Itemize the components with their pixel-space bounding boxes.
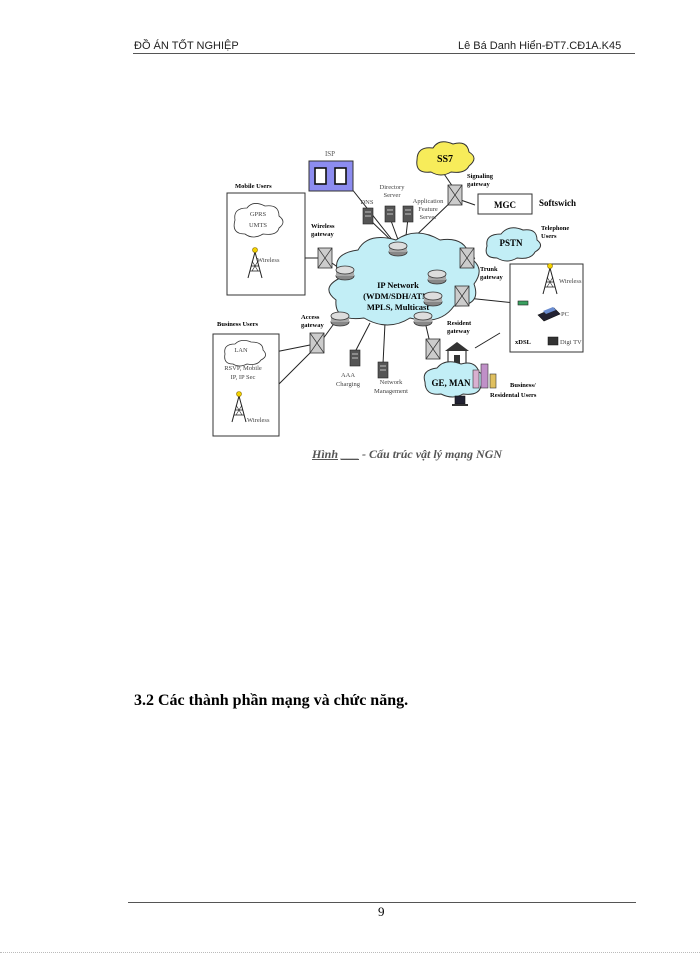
wireless-gateway-label-1: Wireless bbox=[311, 223, 335, 230]
desktop-pc-icon bbox=[452, 395, 468, 406]
trunk-gateway-label-1: Trunk bbox=[480, 266, 498, 273]
resident-gateway bbox=[454, 285, 470, 307]
ss7-label: SS7 bbox=[437, 154, 453, 165]
mobile-users-label: Mobile Users bbox=[235, 183, 272, 190]
app-server-label-2: Feature bbox=[418, 206, 438, 213]
rsvp-label-1: RSVP, Mobile bbox=[224, 365, 262, 372]
umts-label: UMTS bbox=[249, 222, 267, 229]
trunk-gateway bbox=[459, 247, 475, 269]
pstn-label: PSTN bbox=[499, 238, 523, 248]
business-res-label-1: Business/ bbox=[510, 382, 536, 389]
ip-network-label-1: IP Network bbox=[377, 280, 419, 290]
wireless-gateway bbox=[317, 247, 333, 269]
core-router-right bbox=[427, 269, 447, 285]
section-title: 3.2 Các thành phần mạng và chức năng. bbox=[134, 692, 409, 709]
ip-network-label-2: (WDM/SDH/ATM) bbox=[363, 291, 433, 301]
app-server-label-3: Server bbox=[420, 214, 438, 221]
dns-server-icon bbox=[362, 207, 374, 225]
footer-rule bbox=[128, 902, 636, 903]
ngn-diagram: ISP SS7 Signaling gateway MGC Softswich … bbox=[212, 141, 584, 437]
buildings-icon bbox=[472, 363, 497, 389]
resident-wireless-label: Wireless bbox=[559, 278, 582, 285]
nm-label-2: Management bbox=[374, 388, 408, 395]
lan-cloud bbox=[224, 340, 266, 367]
ss7-cloud bbox=[416, 141, 475, 176]
core-router-top bbox=[388, 241, 408, 257]
application-server-icon bbox=[402, 205, 414, 223]
core-router-bottom-right bbox=[413, 311, 433, 327]
pstn-cloud bbox=[485, 227, 541, 262]
lan-label: LAN bbox=[234, 347, 248, 354]
ge-man-gateway bbox=[425, 338, 441, 360]
wireless-gateway-label-2: gateway bbox=[311, 231, 334, 238]
aaa-label-2: Charging bbox=[336, 381, 361, 388]
page-bottom-border bbox=[0, 952, 700, 953]
access-gateway-label-1: Access bbox=[301, 314, 320, 321]
header-right: Lê Bá Danh Hiển-ĐT7.CĐ1A.K45 bbox=[458, 40, 622, 52]
business-res-label-2: Residental Users bbox=[490, 392, 537, 399]
resident-gateway-label-1: Resident bbox=[447, 320, 472, 327]
directory-label-2: Server bbox=[384, 192, 402, 199]
telephone-users-label-2: Users bbox=[541, 233, 557, 240]
mgc-box bbox=[477, 193, 533, 215]
network-management-server-icon bbox=[377, 361, 389, 379]
mgc-label: MGC bbox=[494, 200, 516, 210]
trunk-gateway-label-2: gateway bbox=[480, 274, 503, 281]
mobile-cloud bbox=[233, 203, 284, 238]
signaling-gateway-label-2: gateway bbox=[467, 181, 490, 188]
aaa-server-icon bbox=[349, 349, 361, 367]
signaling-gateway-label-1: Signaling bbox=[467, 173, 494, 180]
aaa-label-1: AAA bbox=[341, 372, 355, 379]
signaling-gateway bbox=[447, 184, 463, 206]
business-users-label: Business Users bbox=[217, 321, 258, 328]
core-router-left bbox=[335, 265, 355, 281]
access-gateway bbox=[309, 332, 325, 354]
caption-prefix: Hình bbox=[312, 447, 339, 461]
ip-network-label-3: MPLS, Multicast bbox=[367, 302, 429, 312]
business-wireless-label: Wireless bbox=[247, 417, 270, 424]
dns-label: DNS bbox=[360, 199, 373, 206]
rsvp-label-2: IP, IP Sec bbox=[231, 374, 256, 381]
access-gateway-label-2: gateway bbox=[301, 322, 324, 329]
xdsl-label: xDSL bbox=[515, 339, 532, 346]
app-server-label-1: Application bbox=[413, 198, 444, 205]
pc-label: PC bbox=[561, 311, 569, 318]
core-router-right-lower bbox=[423, 291, 443, 307]
telephone-users-label-1: Telephone bbox=[541, 225, 569, 232]
mobile-wireless-label: Wireless bbox=[257, 257, 280, 264]
caption-blank: ___ bbox=[341, 447, 360, 461]
tv-icon bbox=[547, 336, 559, 346]
laptop-icon bbox=[537, 307, 561, 322]
ge-man-label: GE, MAN bbox=[432, 378, 471, 388]
house-icon bbox=[445, 342, 469, 365]
header-rule bbox=[133, 53, 635, 54]
directory-label-1: Directory bbox=[380, 184, 406, 191]
resident-users-box bbox=[509, 263, 584, 353]
nm-label-1: Network bbox=[380, 379, 403, 386]
directory-server-icon bbox=[384, 205, 396, 223]
resident-gateway-label-2: gateway bbox=[447, 328, 470, 335]
digi-tv-label: Digi TV bbox=[560, 339, 582, 346]
isp-box bbox=[308, 160, 354, 192]
isp-label: ISP bbox=[325, 150, 335, 158]
gprs-label: GPRS bbox=[250, 211, 267, 218]
core-router-bottom-left bbox=[330, 311, 350, 327]
softswitch-label: Softswich bbox=[539, 198, 576, 208]
page-number: 9 bbox=[378, 904, 385, 919]
caption-text: - Cấu trúc vật lý mạng NGN bbox=[359, 447, 503, 461]
modem-icon bbox=[517, 300, 529, 306]
header-left: ĐỒ ÁN TỐT NGHIỆP bbox=[134, 40, 239, 52]
figure-caption: Hình ___ - Cấu trúc vật lý mạng NGN bbox=[312, 447, 502, 462]
